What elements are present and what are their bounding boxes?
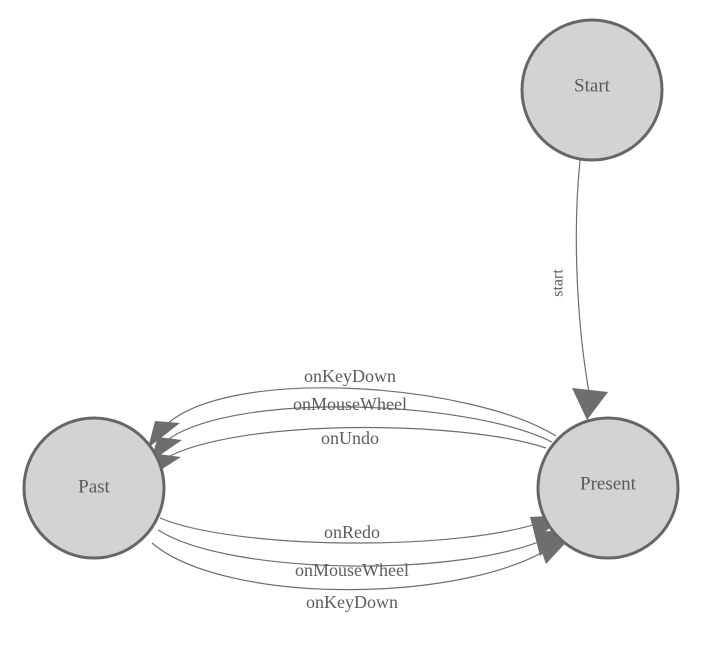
node-start-label: Start	[574, 75, 611, 96]
edge-present-to-past-onundo[interactable]: onUndo	[148, 426, 547, 478]
edge-label-past-present-onkeydown: onKeyDown	[306, 592, 398, 612]
edge-present-to-past-onkeydown-path	[165, 387, 557, 437]
edge-past-to-present-onredo[interactable]: onRedo	[159, 515, 564, 544]
node-past-circle	[22, 416, 166, 560]
node-start[interactable]: Start	[520, 18, 664, 162]
node-start-circle	[520, 18, 664, 162]
edge-past-to-present-onmousewheel-path	[157, 529, 553, 567]
node-past-label: Past	[78, 476, 110, 497]
node-present-label: Present	[580, 473, 637, 494]
edge-present-to-past-onkeydown[interactable]: onKeyDown	[148, 366, 557, 448]
edge-start-to-present[interactable]: start	[550, 159, 608, 420]
edge-start-to-present-path	[575, 159, 590, 393]
node-past[interactable]: Past	[22, 416, 166, 560]
node-present[interactable]: Present	[536, 416, 680, 560]
node-present-circle	[536, 416, 680, 560]
edge-label-past-present-onmousewheel: onMouseWheel	[295, 560, 409, 580]
edge-label-start: start	[550, 269, 567, 297]
edge-past-to-present-onkeydown-path	[151, 542, 557, 591]
edge-label-present-past-onundo: onUndo	[321, 428, 379, 448]
edge-past-to-present-onredo-path	[159, 517, 549, 544]
edge-label-present-past-onmousewheel: onMouseWheel	[293, 394, 407, 414]
edge-past-to-present-onkeydown[interactable]: onKeyDown	[151, 536, 572, 612]
edge-present-to-past-onkeydown-arrowhead	[148, 421, 180, 448]
edge-label-present-past-onkeydown: onKeyDown	[304, 366, 396, 386]
edge-present-to-past-onundo-path	[163, 426, 547, 460]
edge-label-past-present-onredo: onRedo	[324, 522, 380, 542]
edge-start-to-present-arrowhead	[572, 388, 608, 420]
edge-present-to-past-onmousewheel-path	[165, 406, 553, 443]
